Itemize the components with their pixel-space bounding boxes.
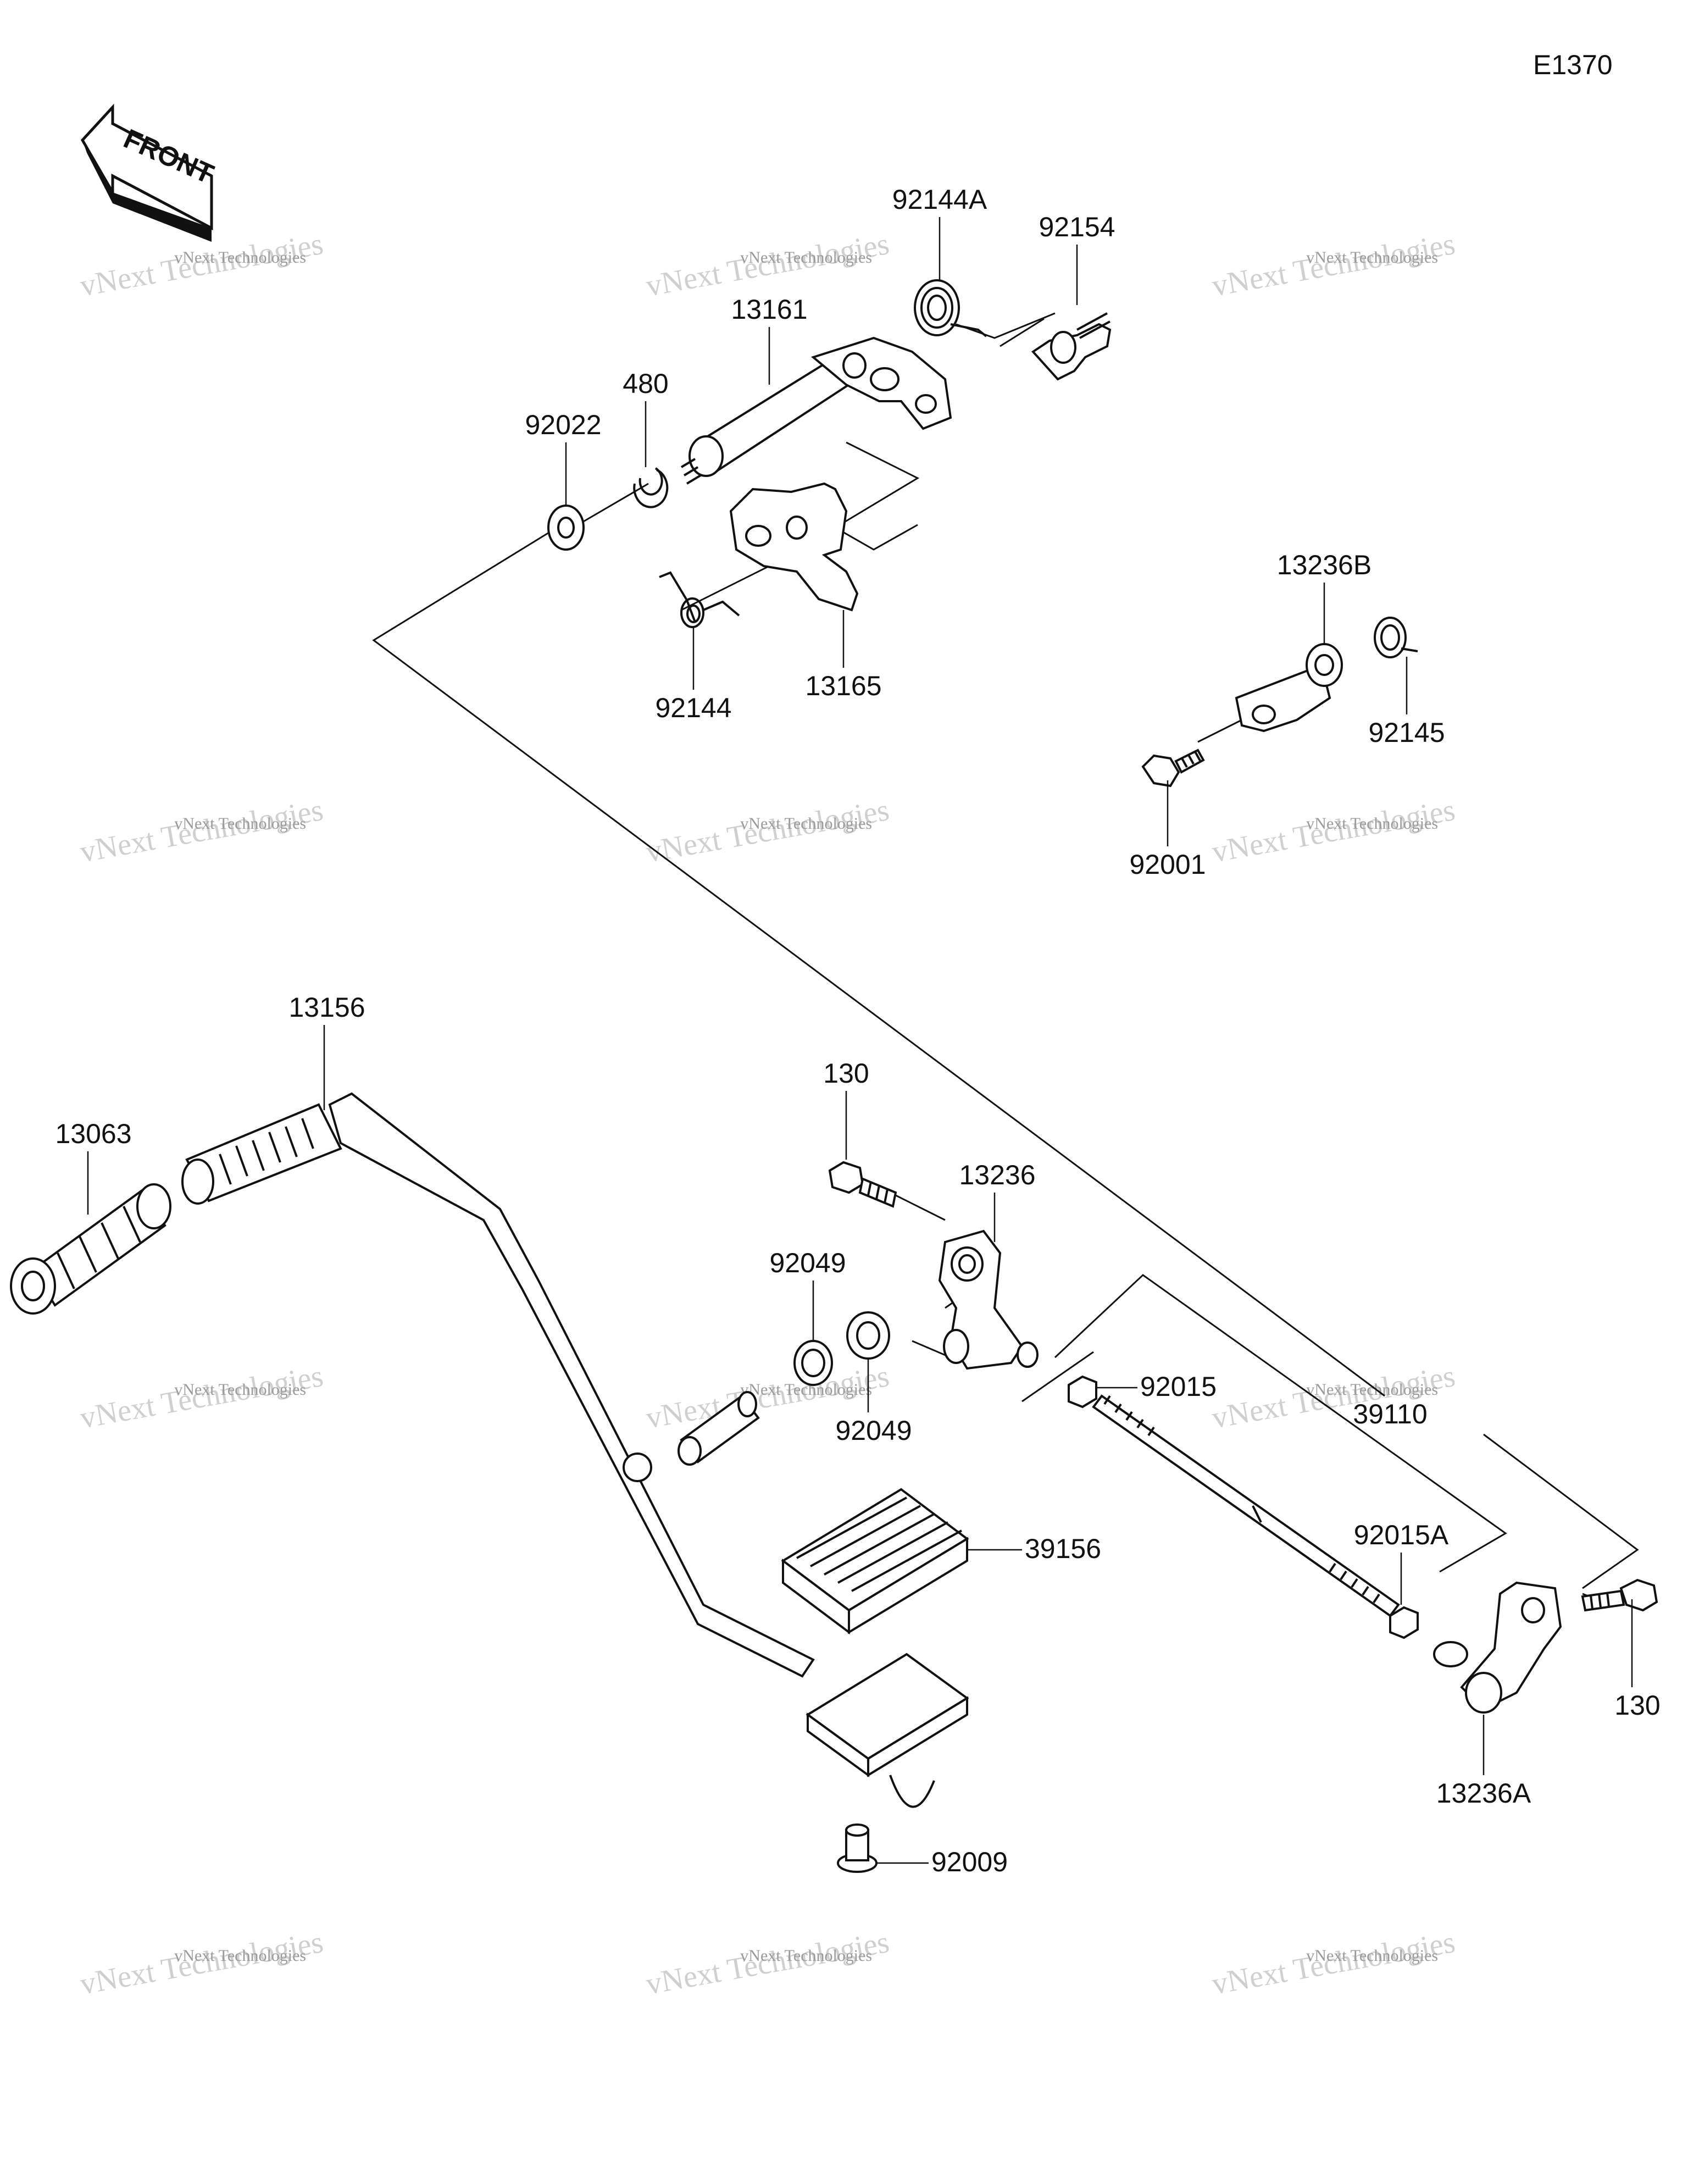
svg-text:vNext Technologies: vNext Technologies bbox=[174, 814, 306, 833]
label-92145[interactable]: 92145 bbox=[1368, 717, 1445, 748]
label-92001[interactable]: 92001 bbox=[1129, 849, 1206, 880]
label-130-lower[interactable]: 130 bbox=[1614, 1690, 1660, 1721]
svg-text:vNext Technologies: vNext Technologies bbox=[1306, 248, 1438, 267]
part-39156[interactable] bbox=[781, 1488, 969, 1634]
label-92049-b[interactable]: 92049 bbox=[835, 1415, 912, 1446]
part-13236A[interactable] bbox=[1433, 1581, 1562, 1714]
label-13236B[interactable]: 13236B bbox=[1277, 550, 1372, 580]
label-92022[interactable]: 92022 bbox=[525, 409, 601, 440]
label-92154[interactable]: 92154 bbox=[1039, 212, 1115, 242]
label-130-upper[interactable]: 130 bbox=[823, 1058, 869, 1089]
part-39110[interactable] bbox=[1092, 1394, 1400, 1617]
part-92009[interactable] bbox=[837, 1823, 878, 1873]
diagram-code: E1370 bbox=[1533, 49, 1613, 80]
svg-text:vNext Technologies: vNext Technologies bbox=[1306, 1947, 1438, 1965]
svg-text:vNext Technologies: vNext Technologies bbox=[174, 1947, 306, 1965]
svg-text:vNext Technologies: vNext Technologies bbox=[1306, 1381, 1438, 1399]
part-labels: 92144A 92154 13161 480 92022 92144 13165… bbox=[55, 184, 1660, 1877]
part-92049-b[interactable] bbox=[846, 1311, 890, 1360]
svg-text:vNext Technologies: vNext Technologies bbox=[740, 1947, 872, 1965]
svg-text:vNext Technologies: vNext Technologies bbox=[740, 814, 872, 833]
part-92145[interactable] bbox=[1374, 617, 1418, 658]
part-13236B[interactable] bbox=[1235, 643, 1343, 733]
label-13236A[interactable]: 13236A bbox=[1436, 1778, 1531, 1809]
label-92049-a[interactable]: 92049 bbox=[769, 1248, 846, 1278]
label-13161[interactable]: 13161 bbox=[731, 294, 807, 325]
part-92144A[interactable] bbox=[914, 279, 987, 337]
part-13165[interactable] bbox=[729, 482, 859, 612]
label-13156[interactable]: 13156 bbox=[288, 992, 365, 1023]
label-92009[interactable]: 92009 bbox=[931, 1847, 1008, 1877]
part-130-upper[interactable] bbox=[828, 1161, 897, 1208]
label-480[interactable]: 480 bbox=[623, 368, 668, 399]
label-92144A[interactable]: 92144A bbox=[892, 184, 987, 215]
part-92015A[interactable] bbox=[1389, 1606, 1419, 1639]
svg-text:vNext Technologies: vNext Technologies bbox=[1306, 814, 1438, 833]
part-13236[interactable] bbox=[938, 1229, 1039, 1370]
label-13165[interactable]: 13165 bbox=[805, 670, 881, 701]
part-92144[interactable] bbox=[659, 571, 740, 628]
part-92022[interactable] bbox=[547, 505, 585, 551]
part-130-lower[interactable] bbox=[1581, 1578, 1658, 1612]
label-92144[interactable]: 92144 bbox=[655, 692, 731, 723]
part-480[interactable] bbox=[633, 467, 669, 508]
label-13063[interactable]: 13063 bbox=[55, 1118, 131, 1149]
label-39110[interactable]: 39110 bbox=[1353, 1399, 1427, 1429]
front-arrow-icon: FRONT bbox=[80, 103, 218, 242]
label-39156[interactable]: 39156 bbox=[1025, 1533, 1101, 1564]
part-92049-a[interactable] bbox=[793, 1340, 833, 1386]
svg-text:vNext Technologies: vNext Technologies bbox=[174, 248, 306, 267]
label-92015A[interactable]: 92015A bbox=[1354, 1520, 1449, 1550]
svg-text:vNext Technologies: vNext Technologies bbox=[740, 248, 872, 267]
part-92001[interactable] bbox=[1141, 749, 1205, 788]
svg-text:vNext Technologies: vNext Technologies bbox=[174, 1381, 306, 1399]
label-13236[interactable]: 13236 bbox=[959, 1160, 1035, 1190]
label-92015[interactable]: 92015 bbox=[1140, 1371, 1217, 1402]
part-13156[interactable] bbox=[181, 1092, 815, 1678]
part-92015[interactable] bbox=[1068, 1375, 1097, 1409]
part-13161[interactable] bbox=[680, 336, 952, 485]
leader-lines bbox=[87, 217, 1633, 1864]
part-92154[interactable] bbox=[1031, 312, 1112, 381]
part-shaft-spline[interactable] bbox=[678, 1391, 760, 1466]
part-13063[interactable] bbox=[10, 1183, 171, 1315]
part-pedal-plate[interactable] bbox=[806, 1653, 969, 1808]
